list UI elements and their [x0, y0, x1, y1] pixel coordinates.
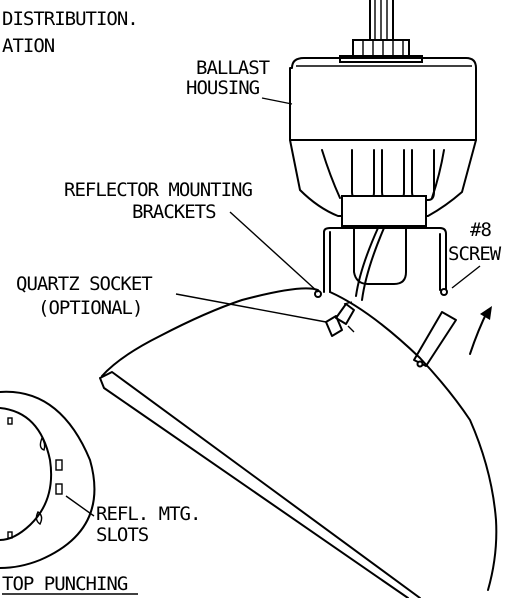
top-punching [0, 390, 96, 569]
reflector [99, 287, 498, 599]
stem [339, 0, 423, 63]
label-brackets-line1: REFLECTOR MOUNTING [64, 179, 252, 201]
label-top-line1: DISTRIBUTION. [2, 8, 138, 30]
label-socket-line1: QUARTZ SOCKET [16, 273, 152, 295]
label-top-line2: ATION [2, 35, 55, 57]
leader-lines [65, 97, 492, 517]
ballast-housing [289, 57, 477, 217]
label-brackets-line2: BRACKETS [132, 201, 216, 223]
label-screw-line2: SCREW [448, 243, 502, 265]
label-slots-line2: SLOTS [96, 524, 149, 546]
quartz-socket [325, 301, 355, 337]
label-ballast-line1: BALLAST [196, 57, 270, 79]
label-slots-line1: REFL. MTG. [96, 503, 200, 525]
reflector-mounting-brackets [314, 195, 448, 301]
label-bottom-caption: TOP PUNCHING [2, 573, 128, 595]
label-socket-line2: (OPTIONAL) [38, 297, 142, 319]
label-ballast-line2: HOUSING [186, 77, 260, 99]
labels: DISTRIBUTION. ATION BALLAST HOUSING REFL… [2, 8, 503, 595]
label-screw-line1: #8 [470, 219, 491, 241]
